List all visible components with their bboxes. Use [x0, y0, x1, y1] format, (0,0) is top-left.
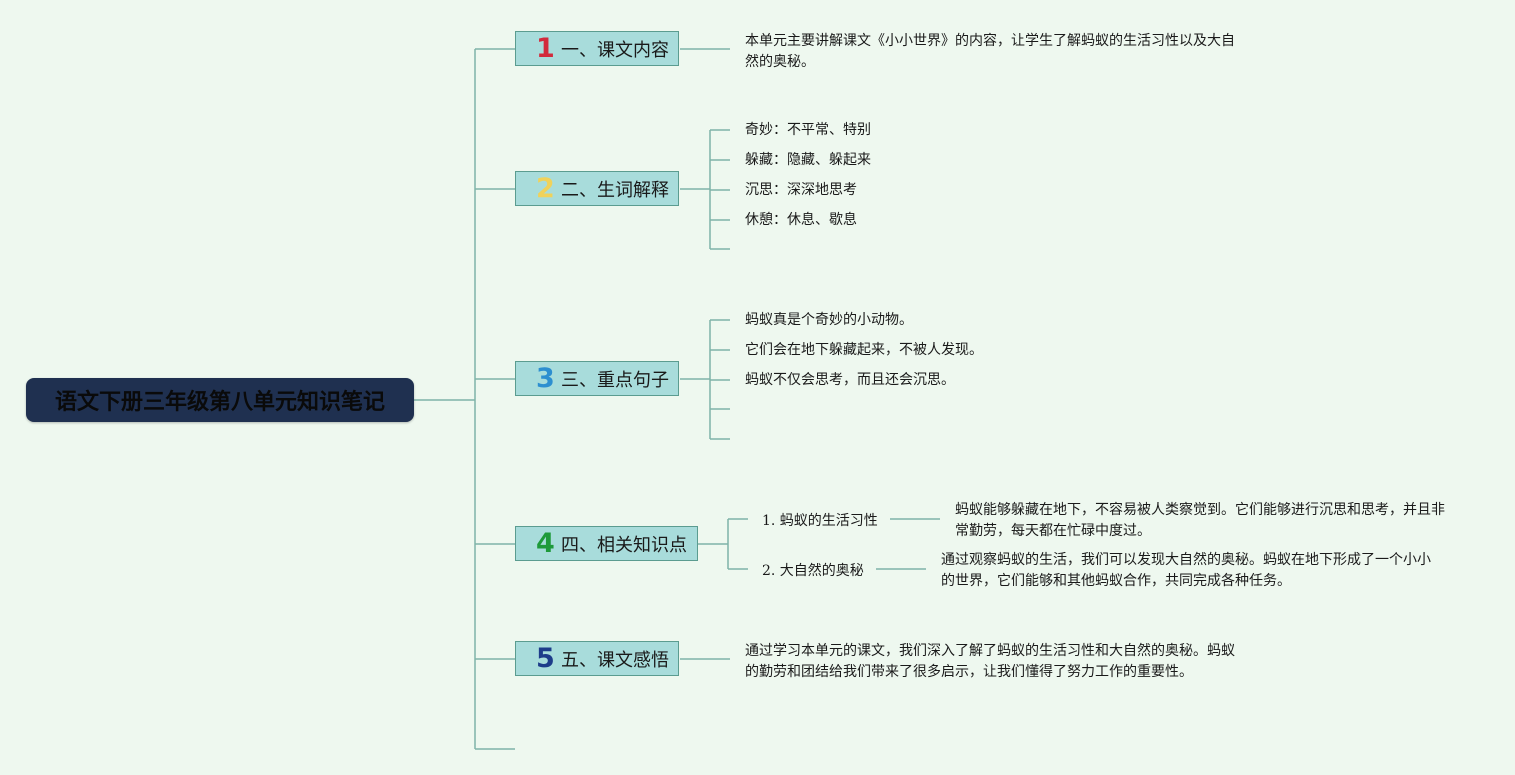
subtopic-1-text[interactable]: 蚂蚁能够躲藏在地下，不容易被人类察觉到。它们能够进行沉思和思考，并且非 常勤劳，…: [955, 500, 1465, 542]
branch-4-topic[interactable]: 4 四、相关知识点: [515, 526, 698, 561]
branch-5-topic[interactable]: 5 五、课文感悟: [515, 641, 679, 676]
text-line: 的勤劳和团结给我们带来了很多启示，让我们懂得了努力工作的重要性。: [745, 664, 1193, 680]
number-1-icon: 1: [536, 33, 555, 64]
text-line: 本单元主要讲解课文《小小世界》的内容，让学生了解蚂蚁的生活习性以及大自: [745, 33, 1235, 49]
root-topic[interactable]: 语文下册三年级第八单元知识笔记: [26, 378, 414, 422]
vocab-item[interactable]: 沉思：深深地思考: [745, 182, 857, 198]
root-title: 语文下册三年级第八单元知识笔记: [54, 390, 385, 415]
text-line: 常勤劳，每天都在忙碌中度过。: [955, 523, 1151, 539]
branch-4-label: 四、相关知识点: [561, 534, 687, 556]
branch-5-label: 五、课文感悟: [561, 649, 669, 671]
vocab-item[interactable]: 奇妙：不平常、特别: [745, 122, 871, 138]
subtopic-nature-mystery[interactable]: 2. 大自然的奥秘: [762, 563, 864, 579]
number-3-icon: 3: [536, 363, 555, 394]
key-sentence[interactable]: 蚂蚁不仅会思考，而且还会沉思。: [745, 372, 955, 388]
branch-2-topic[interactable]: 2 二、生词解释: [515, 171, 679, 206]
branch-1-label: 一、课文内容: [561, 39, 669, 61]
vocab-item[interactable]: 躲藏：隐藏、躲起来: [745, 152, 871, 168]
vocab-item[interactable]: 休憩：休息、歇息: [745, 212, 857, 228]
branch-3-label: 三、重点句子: [561, 369, 669, 391]
key-sentence[interactable]: 它们会在地下躲藏起来，不被人发现。: [745, 342, 983, 358]
number-5-icon: 5: [536, 643, 555, 674]
branch-2-label: 二、生词解释: [561, 179, 669, 201]
branch-1-topic[interactable]: 1 一、课文内容: [515, 31, 679, 66]
branch-3-topic[interactable]: 3 三、重点句子: [515, 361, 679, 396]
text-line: 通过观察蚂蚁的生活，我们可以发现大自然的奥秘。蚂蚁在地下形成了一个小小: [941, 552, 1431, 568]
branch-1-text[interactable]: 本单元主要讲解课文《小小世界》的内容，让学生了解蚂蚁的生活习性以及大自 然的奥秘…: [745, 31, 1245, 73]
key-sentence[interactable]: 蚂蚁真是个奇妙的小动物。: [745, 312, 913, 328]
text-line: 蚂蚁能够躲藏在地下，不容易被人类察觉到。它们能够进行沉思和思考，并且非: [955, 502, 1445, 518]
number-4-icon: 4: [536, 528, 555, 559]
branch-5-text[interactable]: 通过学习本单元的课文，我们深入了解了蚂蚁的生活习性和大自然的奥秘。蚂蚁 的勤劳和…: [745, 641, 1245, 683]
subtopic-2-text[interactable]: 通过观察蚂蚁的生活，我们可以发现大自然的奥秘。蚂蚁在地下形成了一个小小 的世界，…: [941, 550, 1451, 592]
subtopic-ant-habits[interactable]: 1. 蚂蚁的生活习性: [762, 513, 878, 529]
text-line: 的世界，它们能够和其他蚂蚁合作，共同完成各种任务。: [941, 573, 1291, 589]
number-2-icon: 2: [536, 173, 555, 204]
text-line: 通过学习本单元的课文，我们深入了解了蚂蚁的生活习性和大自然的奥秘。蚂蚁: [745, 643, 1235, 659]
text-line: 然的奥秘。: [745, 54, 815, 70]
